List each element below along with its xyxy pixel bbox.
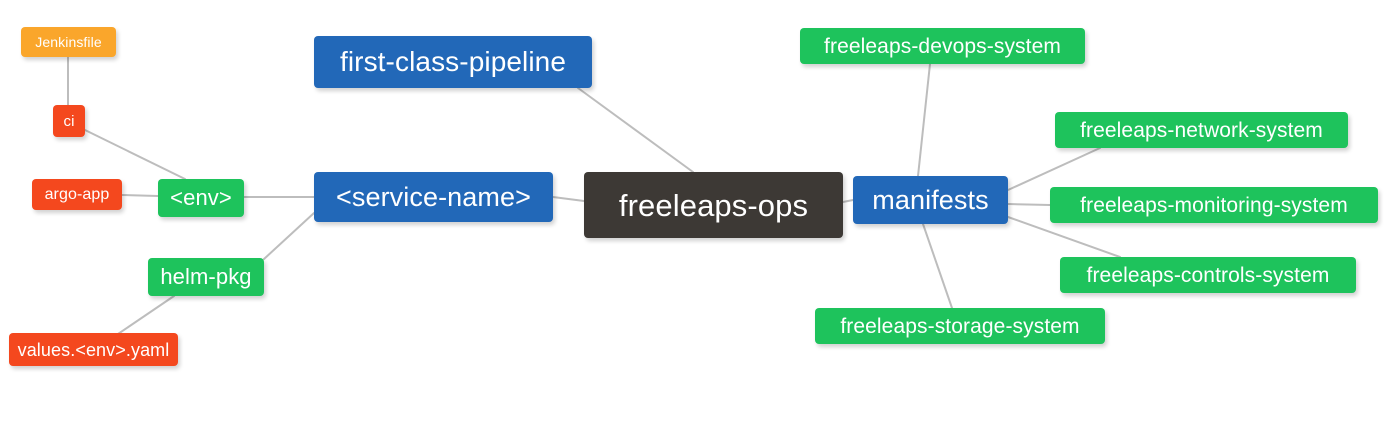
mindmap-edge [1007,147,1101,191]
mindmap-node-values-env-yaml[interactable]: values.<env>.yaml [9,333,178,366]
mindmap-node-label: ci [63,112,75,130]
mindmap-node-label: <env> [170,185,232,210]
mindmap-node-label: freeleaps-devops-system [824,34,1061,58]
mindmap-node-label: freeleaps-storage-system [840,314,1080,338]
mindmap-node-label: freeleaps-ops [618,187,809,223]
mindmap-edge [842,199,854,203]
mindmap-edge [263,212,315,260]
mindmap-node-argo-app[interactable]: argo-app [32,179,122,210]
mindmap-node-freeleaps-ops[interactable]: freeleaps-ops [584,172,843,238]
mindmap-node-first-class-pipeline[interactable]: first-class-pipeline [314,36,592,88]
mindmap-edge [577,87,694,173]
mindmap-node-jenkinsfile[interactable]: Jenkinsfile [21,27,116,57]
mindmap-node-label: values.<env>.yaml [17,339,170,360]
mindmap-node-label: freeleaps-controls-system [1086,263,1330,287]
mindmap-node-label: manifests [872,184,989,215]
mindmap-node-ci[interactable]: ci [53,105,85,137]
mindmap-node-label: Jenkinsfile [35,34,102,50]
mindmap-node-helm-pkg[interactable]: helm-pkg [148,258,264,296]
mindmap-node-label: argo-app [44,185,110,203]
mindmap-node-freeleaps-devops-system[interactable]: freeleaps-devops-system [800,28,1085,64]
mindmap-edge [1007,203,1051,206]
mindmap-node-label: freeleaps-monitoring-system [1080,193,1348,217]
mindmap-node-freeleaps-controls-system[interactable]: freeleaps-controls-system [1060,257,1356,293]
mindmap-edge [121,194,159,197]
mindmap-edge [917,63,931,177]
mindmap-node-label: <service-name> [336,181,531,212]
mindmap-edge [922,223,953,309]
mindmap-node-env[interactable]: <env> [158,179,244,217]
mindmap-node-freeleaps-network-system[interactable]: freeleaps-network-system [1055,112,1348,148]
mindmap-node-freeleaps-storage-system[interactable]: freeleaps-storage-system [815,308,1105,344]
mindmap-node-label: helm-pkg [160,264,252,289]
mindmap-node-label: freeleaps-network-system [1080,118,1323,142]
mindmap-edge [1007,216,1121,258]
mindmap-edge [84,129,186,180]
mindmap-node-freeleaps-monitoring-system[interactable]: freeleaps-monitoring-system [1050,187,1378,223]
mindmap-node-label: first-class-pipeline [339,46,567,77]
mindmap-node-manifests[interactable]: manifests [853,176,1008,224]
mindmap-edge [117,295,175,335]
mindmap-node-service-name[interactable]: <service-name> [314,172,553,222]
mindmap-edge [552,196,585,202]
